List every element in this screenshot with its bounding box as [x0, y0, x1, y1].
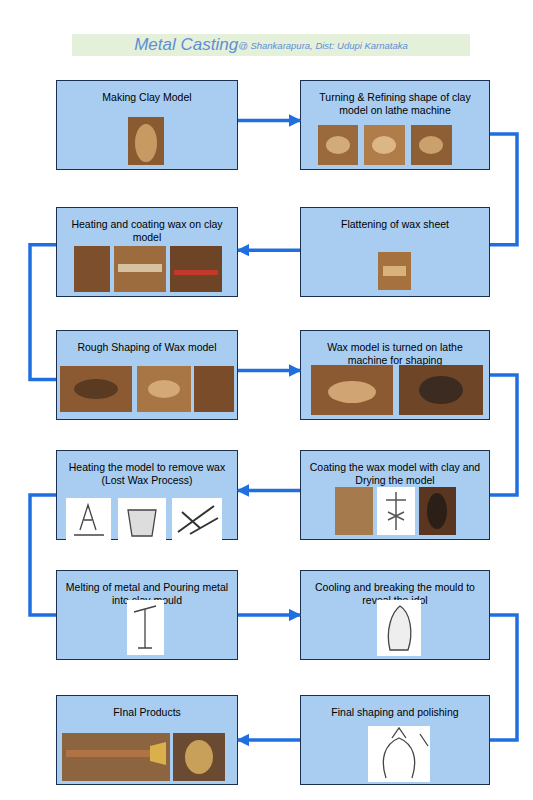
sketch	[127, 600, 164, 655]
photo	[419, 487, 456, 535]
step-label: Rough Shaping of Wax model	[57, 331, 237, 354]
flow-arrow	[30, 495, 56, 615]
title: Metal Casting	[134, 35, 238, 55]
brass-bell	[150, 742, 166, 765]
bucket-sketch	[128, 510, 156, 536]
clay-detail	[419, 136, 443, 154]
wax-model	[74, 379, 118, 399]
photo	[62, 733, 170, 781]
photo	[411, 125, 452, 165]
hands	[148, 380, 180, 398]
photo	[318, 125, 358, 165]
step-label: Heating and coating wax on clay model	[57, 208, 237, 244]
process-box: Melting of metal and Pouring metal into …	[56, 570, 238, 660]
step-label: Wax model is turned on lathe machine for…	[301, 331, 489, 367]
step-label: Cooling and breaking the mould to reveal…	[301, 571, 489, 607]
step-label: Heating the model to remove wax (Lost Wa…	[57, 451, 237, 487]
process-box: Cooling and breaking the mould to reveal…	[300, 570, 490, 660]
process-box: Final shaping and polishing	[300, 695, 490, 785]
wax-sheet	[383, 266, 406, 276]
pouring-sketch	[134, 606, 156, 648]
flow-arrow	[490, 615, 517, 740]
process-box: Turning & Refining shape of clay model o…	[300, 80, 490, 170]
wax-rod	[174, 270, 218, 275]
process-box: Making Clay Model	[56, 80, 238, 170]
fire-sketch	[74, 505, 104, 535]
flow-arrow	[30, 245, 56, 380]
process-box: Heating and coating wax on clay model	[56, 207, 238, 297]
polishing-sketch	[383, 728, 428, 778]
step-label: Final shaping and polishing	[301, 696, 489, 719]
photo	[137, 366, 191, 412]
sketch	[66, 498, 111, 540]
wind-instrument	[66, 750, 150, 757]
flow-arrow	[238, 248, 300, 252]
photo	[194, 366, 234, 412]
photo	[60, 366, 132, 412]
clay-detail	[326, 136, 350, 154]
step-label: Flattening of wax sheet	[301, 208, 489, 231]
step-label: FInal Products	[57, 696, 237, 719]
process-box: Flattening of wax sheet	[300, 207, 490, 297]
process-box: Wax model is turned on lathe machine for…	[300, 330, 490, 420]
flow-arrow	[490, 134, 517, 245]
clay-model	[135, 124, 157, 162]
process-box: Heating the model to remove wax (Lost Wa…	[56, 450, 238, 540]
sketch	[377, 600, 421, 656]
wax-idol	[427, 493, 447, 529]
wax-model	[419, 376, 463, 404]
process-box: Coating the wax model with clay and Dryi…	[300, 450, 490, 540]
step-label: Coating the wax model with clay and Dryi…	[301, 451, 489, 487]
step-label: Melting of metal and Pouring metal into …	[57, 571, 237, 607]
photo	[335, 487, 373, 535]
mould-sketch	[178, 506, 218, 534]
step-label: Making Clay Model	[57, 81, 237, 104]
sketch	[118, 498, 166, 540]
sketch	[377, 487, 415, 535]
flow-arrow	[490, 375, 517, 495]
idol-sketch	[386, 492, 406, 530]
flow-arrow	[238, 613, 300, 617]
product	[185, 740, 213, 774]
wax-rod	[118, 264, 162, 272]
title-band: Metal Casting@ Shankarapura, Dist: Udupi…	[72, 34, 470, 56]
photo	[114, 246, 166, 292]
flow-arrow	[238, 738, 300, 742]
flow-arrow	[238, 489, 300, 493]
photo	[128, 117, 164, 165]
photo	[170, 246, 222, 292]
process-box: FInal Products	[56, 695, 238, 785]
sketch	[172, 498, 222, 540]
flow-arrow	[238, 119, 300, 123]
location-note: @ Shankarapura, Dist: Udupi Karnataka	[238, 40, 408, 51]
idol-sketch	[388, 606, 410, 650]
flow-arrow	[238, 369, 300, 373]
photo	[378, 252, 411, 290]
process-box: Rough Shaping of Wax model	[56, 330, 238, 420]
clay-detail	[372, 136, 396, 154]
step-label: Turning & Refining shape of clay model o…	[301, 81, 489, 117]
photo	[173, 733, 225, 781]
photo	[364, 125, 405, 165]
sketch	[368, 726, 430, 782]
photo	[399, 365, 483, 415]
photo	[311, 365, 393, 415]
photo	[74, 246, 110, 292]
hands	[328, 381, 376, 403]
